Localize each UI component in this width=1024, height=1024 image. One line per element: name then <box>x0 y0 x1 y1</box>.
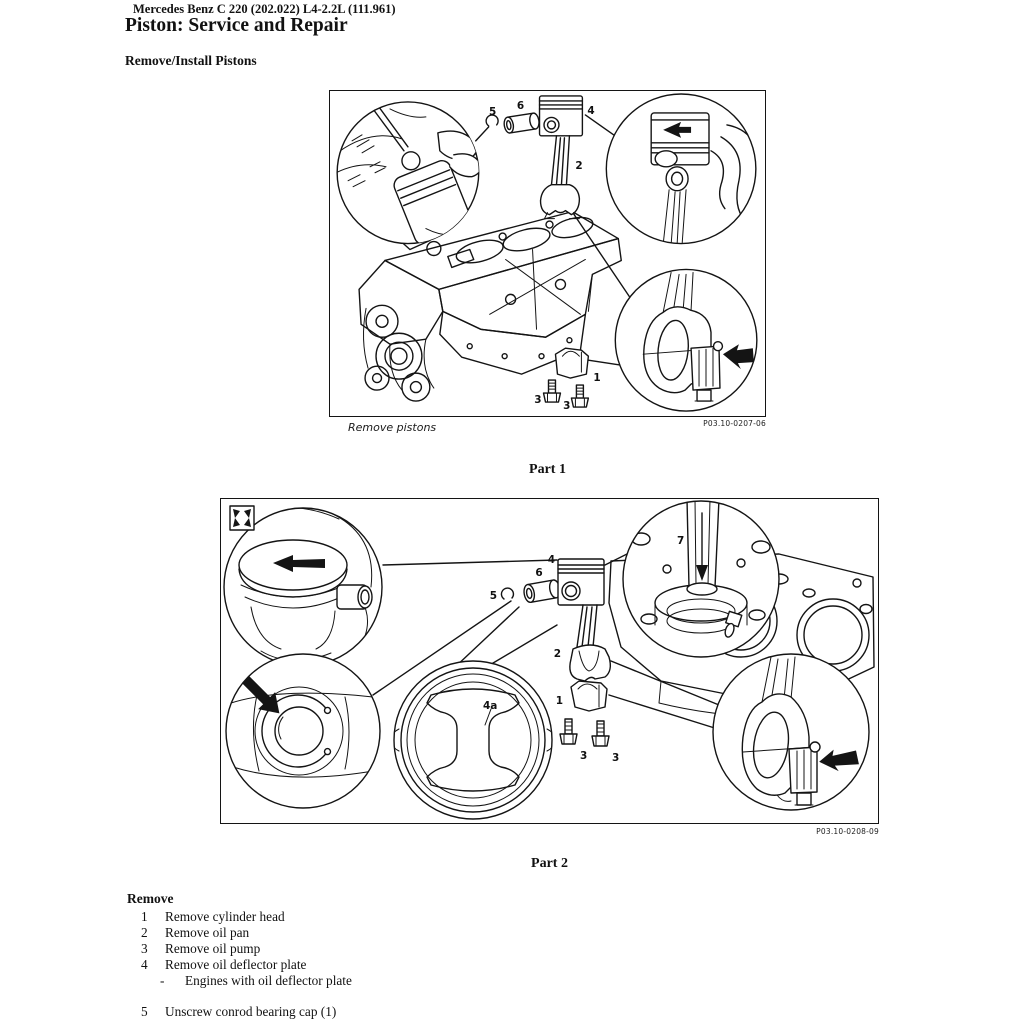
callout-conrod-big-end <box>614 268 758 412</box>
bolt-right <box>570 384 590 408</box>
piston-assembly-parts <box>485 95 590 408</box>
callout-snap-ring-pliers <box>336 101 480 245</box>
figure2-callout-labels: 4 6 5 2 1 3 3 7 4a <box>483 535 684 764</box>
page-title: Piston: Service and Repair <box>125 15 348 36</box>
callout-piston-crown-top <box>393 660 553 820</box>
bolt-right <box>591 720 610 747</box>
leader-lines <box>475 114 630 366</box>
remove-step-2: 2 Remove oil pan <box>141 925 352 941</box>
step-number: 2 <box>141 925 148 941</box>
remove-steps-list: 1 Remove cylinder head 2 Remove oil pan … <box>141 909 352 1021</box>
step-text: Remove oil deflector plate <box>165 957 307 973</box>
remove-step-4-subitem: - Engines with oil deflector plate <box>141 973 352 989</box>
figure1-remove-pistons: 5 6 4 2 1 3 3 <box>329 90 766 417</box>
step-number: 1 <box>141 909 148 924</box>
step-bullet: - <box>160 973 165 989</box>
callout-label-snap-ring: 5 <box>490 590 497 602</box>
remove-step-4: 4 Remove oil deflector plate <box>141 957 352 973</box>
callout-label-bolt-right: 3 <box>563 400 570 412</box>
callout-label-conrod: 2 <box>575 160 582 172</box>
step-number: 3 <box>141 941 148 957</box>
compress-arrows-icon <box>229 505 255 531</box>
vehicle-model-line: Mercedes Benz C 220 (202.022) L4-2.2L (1… <box>133 2 396 16</box>
callout-drift-into-bore <box>622 500 780 658</box>
section-subheading: Remove/Install Pistons <box>125 53 257 68</box>
callout-label-piston: 4 <box>548 554 555 566</box>
bolt-left <box>559 718 578 745</box>
callout-label-bolt-right: 3 <box>612 752 619 764</box>
callout-label-bearing-cap: 1 <box>556 695 563 707</box>
callout-label-piston-crown: 4a <box>483 700 497 712</box>
bolt-left <box>542 379 562 403</box>
remove-step-5: 5 Unscrew conrod bearing cap (1) <box>141 1004 352 1020</box>
callout-piston-arrow <box>605 93 757 245</box>
leader-lines <box>372 548 722 731</box>
figure1-caption: Remove pistons <box>348 421 437 434</box>
callout-label-bolt-left: 3 <box>580 750 587 762</box>
callout-piston-orientation <box>223 507 383 667</box>
remove-step-3: 3 Remove oil pump <box>141 941 352 957</box>
step-text: Remove cylinder head <box>165 909 285 924</box>
callout-conrod-big-end <box>712 653 870 811</box>
callout-label-drift: 7 <box>677 535 684 547</box>
step-text: Engines with oil deflector plate <box>185 973 352 989</box>
callout-label-piston-pin: 6 <box>517 100 524 112</box>
figure1-code: P03.10-0207-06 <box>703 419 766 428</box>
callout-label-bearing-cap: 1 <box>593 372 600 384</box>
step-text: Remove oil pump <box>165 941 261 957</box>
part2-label: Part 2 <box>531 856 568 871</box>
step-number: 5 <box>141 1004 148 1020</box>
callout-label-piston-pin: 6 <box>535 567 542 579</box>
callout-label-snap-ring: 5 <box>489 106 496 118</box>
remove-step-1: 1 Remove cylinder head <box>141 909 352 925</box>
figure1-callout-labels: 5 6 4 2 1 3 3 <box>489 100 601 412</box>
part1-label: Part 1 <box>529 462 566 477</box>
remove-section-heading: Remove <box>127 891 174 906</box>
callout-label-bolt-left: 3 <box>534 394 541 406</box>
callout-snap-ring-groove <box>225 653 381 809</box>
figure2-install-pistons: 4 6 5 2 1 3 3 7 4a <box>220 498 879 824</box>
figure1-drawing: 5 6 4 2 1 3 3 <box>336 93 758 412</box>
callout-label-piston: 4 <box>587 105 594 117</box>
piston-assembly-parts <box>500 558 612 747</box>
step-number: 4 <box>141 957 148 973</box>
figure2-drawing: 4 6 5 2 1 3 3 7 4a <box>223 500 875 820</box>
figure2-code: P03.10-0208-09 <box>816 827 879 836</box>
step-text: Unscrew conrod bearing cap (1) <box>165 1004 337 1020</box>
callout-label-conrod: 2 <box>554 648 561 660</box>
step-text: Remove oil pan <box>165 925 250 941</box>
